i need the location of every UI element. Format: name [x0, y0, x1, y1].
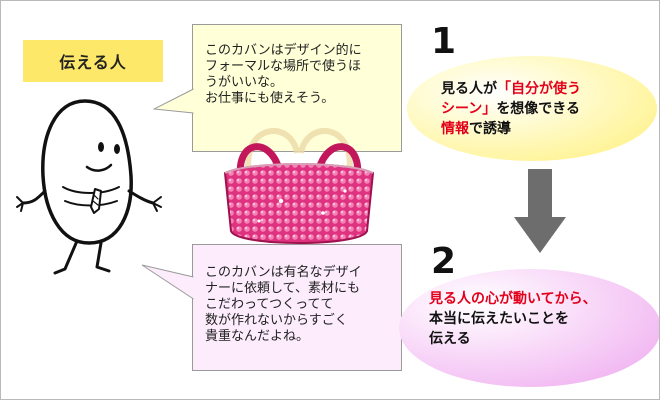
step-2-text-c: 伝える: [429, 331, 471, 347]
bubble-top-line-1: このカバンはデザイン的に: [205, 43, 362, 58]
bubble-bottom-line-4: 数が作れないからすごく: [205, 313, 348, 328]
step-number-1: 1: [431, 21, 457, 62]
speaker-label: 伝える人: [23, 40, 163, 82]
bubble-top-line-3: うがいいな。: [205, 75, 284, 90]
step-number-2: 2: [431, 241, 457, 282]
step-1-text: 見る人が「自分が使う シーン」を想像できる 情報で誘導: [441, 79, 646, 139]
step-2-ellipse: [399, 269, 659, 387]
step-1-text-b: を想像できる: [496, 101, 581, 117]
speech-bubble-bottom: このカバンは有名なデザイ ナーに依頼して、素材にも こだわってつくってて 数が作…: [192, 244, 402, 371]
step-2-text-b: 本当に伝えたいことを: [429, 311, 569, 327]
step-2-text: 見る人の心が動いてから、 本当に伝えたいことを 伝える: [429, 289, 654, 349]
bubble-bottom-line-5: 貴重なんだよね。: [205, 329, 310, 344]
bubble-bottom-line-3: こだわってつくってて: [205, 297, 334, 312]
speech-bubble-top: このカバンはデザイン的に フォーマルな場所で使うほ うがいいな。 お仕事にも使え…: [192, 24, 402, 152]
bubble-top-tail: [153, 88, 195, 114]
step-1-highlight-2: シーン」: [441, 101, 497, 117]
bubble-bottom-tail: [141, 264, 195, 300]
step-1-text-c: で誘導: [469, 121, 511, 137]
step-2-highlight-1: 見る人の心が動いてから、: [429, 291, 597, 307]
step-1-highlight-1: 「自分が使う: [497, 81, 581, 97]
down-arrow-icon: [514, 169, 566, 253]
person-illustration: [16, 99, 162, 275]
step-1-ellipse: [407, 56, 657, 161]
step-1-text-a: 見る人が: [441, 81, 497, 97]
handbag-illustration: [223, 128, 375, 244]
bubble-bottom-line-1: このカバンは有名なデザイ: [205, 265, 362, 280]
bubble-top-line-4: お仕事にも使えそう。: [205, 91, 335, 106]
step-1-highlight-3: 情報: [441, 121, 469, 137]
bubble-top-line-2: フォーマルな場所で使うほ: [205, 59, 362, 74]
bubble-bottom-line-2: ナーに依頼して、素材にも: [205, 281, 360, 296]
